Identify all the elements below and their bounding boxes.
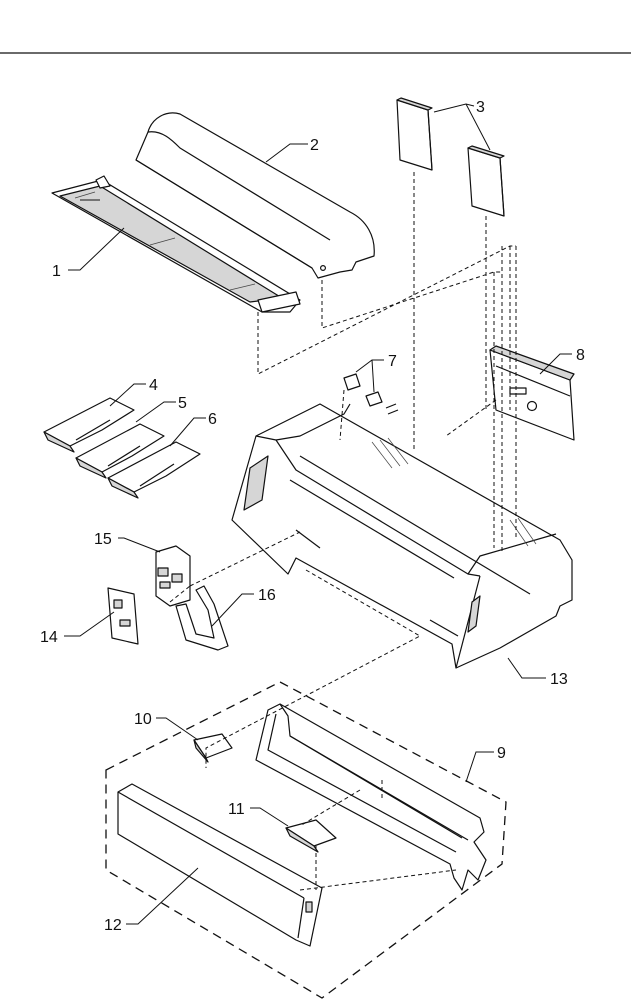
- callout-4: 4: [149, 377, 158, 394]
- callout-13: 13: [550, 671, 568, 688]
- part-15-control-board: [156, 546, 190, 606]
- callout-10: 10: [134, 711, 152, 728]
- part-8-rear-plate: [490, 346, 574, 440]
- part-13-main-housing: [232, 404, 572, 668]
- callout-7: 7: [388, 353, 397, 370]
- part-7-knob-set: [344, 374, 398, 414]
- callout-15: 15: [94, 531, 112, 548]
- callout-9: 9: [497, 745, 506, 762]
- callout-16: 16: [258, 587, 276, 604]
- part-3-side-panels: [397, 98, 504, 216]
- callout-3: 3: [476, 99, 485, 116]
- callout-14: 14: [40, 629, 58, 646]
- part-9-front-frame: [256, 704, 486, 890]
- callout-6: 6: [208, 411, 217, 428]
- part-10-bracket: [194, 734, 232, 762]
- callout-2: 2: [310, 137, 319, 154]
- part-12-front-panel: [118, 784, 322, 946]
- callout-5: 5: [178, 395, 187, 412]
- callout-11: 11: [228, 801, 245, 818]
- callout-12: 12: [104, 917, 122, 934]
- callout-8: 8: [576, 347, 585, 364]
- part-11-bracket: [286, 820, 336, 852]
- part-14-circuit-board: [108, 588, 138, 644]
- callout-1: 1: [52, 263, 61, 280]
